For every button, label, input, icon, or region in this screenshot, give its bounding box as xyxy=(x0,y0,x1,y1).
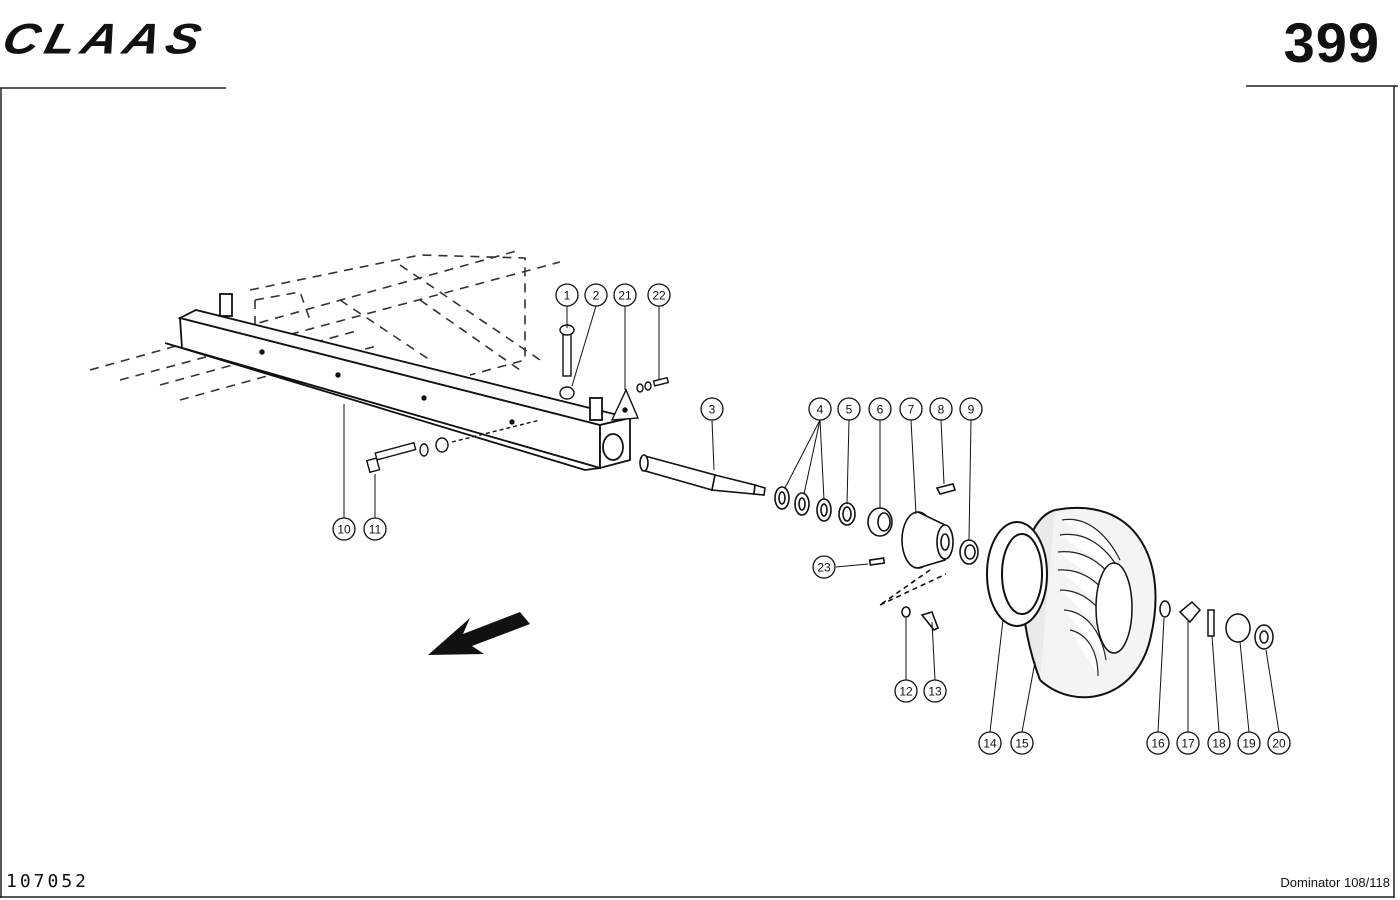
callout-label: 6 xyxy=(877,403,884,417)
callout-label: 22 xyxy=(652,289,666,303)
callout-label: 4 xyxy=(817,403,824,417)
callout-11: 11 xyxy=(363,517,387,541)
washer-set xyxy=(774,486,893,537)
bolt-assembly-11 xyxy=(365,419,541,474)
callout-label: 7 xyxy=(908,403,915,417)
wheel-rim-and-tyre xyxy=(986,506,1157,699)
callout-13: 13 xyxy=(923,679,947,703)
callout-1: 1 xyxy=(555,283,579,307)
frame-beam xyxy=(164,293,631,471)
callout-9: 9 xyxy=(959,397,983,421)
callout-19: 19 xyxy=(1237,731,1261,755)
callout-label: 19 xyxy=(1242,737,1256,751)
callout-3: 3 xyxy=(700,397,724,421)
callout-12: 12 xyxy=(894,679,918,703)
callout-label: 2 xyxy=(593,289,600,303)
page-frame xyxy=(0,85,1398,898)
callout-label: 12 xyxy=(899,685,913,699)
callout-15: 15 xyxy=(1010,731,1034,755)
callout-label: 14 xyxy=(983,737,997,751)
callout-16: 16 xyxy=(1146,731,1170,755)
callout-label: 3 xyxy=(709,403,716,417)
callout-label: 23 xyxy=(817,561,831,575)
callout-18: 18 xyxy=(1207,731,1231,755)
callout-23: 23 xyxy=(812,555,836,579)
arrow-icon xyxy=(428,612,530,655)
callout-21: 21 xyxy=(613,283,637,307)
callout-label: 9 xyxy=(968,403,975,417)
callout-label: 21 xyxy=(618,289,632,303)
page-number: 399 xyxy=(1283,11,1380,74)
callout-10: 10 xyxy=(332,517,356,541)
wheel-hub xyxy=(868,483,979,632)
bolt-assembly-1-2 xyxy=(559,324,670,421)
callout-label: 17 xyxy=(1181,737,1195,751)
callout-label: 10 xyxy=(337,523,351,537)
callout-8: 8 xyxy=(929,397,953,421)
callout-22: 22 xyxy=(647,283,671,307)
leader-lines xyxy=(343,305,1280,733)
callout-label: 5 xyxy=(846,403,853,417)
drawing-number: 107052 xyxy=(6,871,90,892)
stub-axle xyxy=(639,454,766,496)
callout-label: 15 xyxy=(1015,737,1029,751)
callout-14: 14 xyxy=(978,731,1002,755)
callout-20: 20 xyxy=(1267,731,1291,755)
callout-7: 7 xyxy=(899,397,923,421)
callout-label: 20 xyxy=(1272,737,1286,751)
callout-label: 8 xyxy=(938,403,945,417)
cap-parts xyxy=(1159,600,1274,650)
callout-label: 16 xyxy=(1151,737,1165,751)
callout-4: 4 xyxy=(808,397,832,421)
callout-label: 1 xyxy=(564,289,571,303)
callout-label: 18 xyxy=(1212,737,1226,751)
callout-5: 5 xyxy=(837,397,861,421)
callout-2: 2 xyxy=(584,283,608,307)
callout-label: 11 xyxy=(369,523,382,537)
callout-17: 17 xyxy=(1176,731,1200,755)
callout-6: 6 xyxy=(868,397,892,421)
callout-label: 13 xyxy=(928,685,942,699)
model-label: Dominator 108/118 xyxy=(1280,875,1390,890)
